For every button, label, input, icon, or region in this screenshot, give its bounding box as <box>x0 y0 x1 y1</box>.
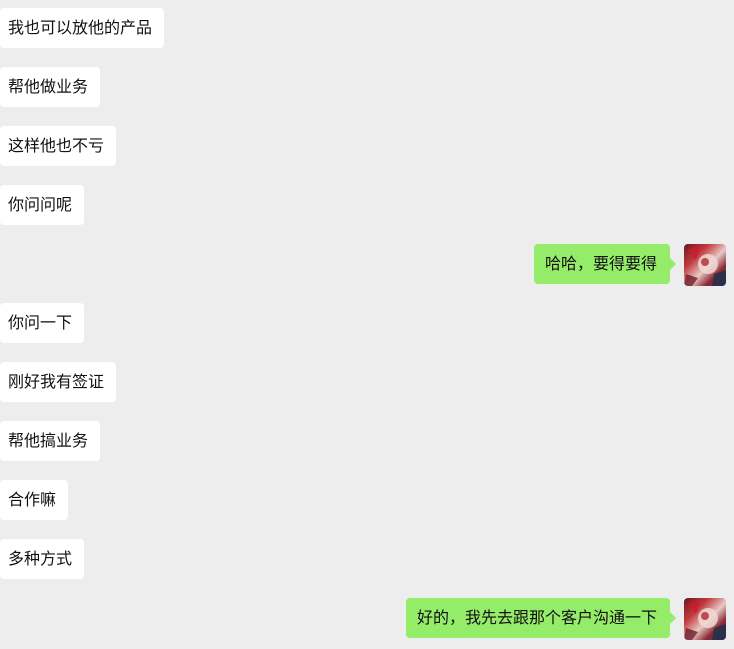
outgoing-message[interactable]: 哈哈，要得要得 <box>534 244 676 284</box>
avatar-image-icon <box>684 600 726 640</box>
incoming-message[interactable]: 帮他做业务 <box>0 67 100 107</box>
avatar-image-icon <box>684 246 726 286</box>
incoming-message[interactable]: 你问一下 <box>0 303 84 343</box>
my-avatar[interactable] <box>684 598 726 640</box>
my-avatar[interactable] <box>684 244 726 286</box>
incoming-message[interactable]: 帮他搞业务 <box>0 421 100 461</box>
incoming-message[interactable]: 多种方式 <box>0 539 84 579</box>
incoming-message[interactable]: 你问问呢 <box>0 185 84 225</box>
incoming-message[interactable]: 合作嘛 <box>0 480 68 520</box>
incoming-message[interactable]: 这样他也不亏 <box>0 126 116 166</box>
outgoing-message[interactable]: 好的，我先去跟那个客户沟通一下 <box>406 598 676 638</box>
incoming-message[interactable]: 我也可以放他的产品 <box>0 8 164 48</box>
incoming-message[interactable]: 刚好我有签证 <box>0 362 116 402</box>
